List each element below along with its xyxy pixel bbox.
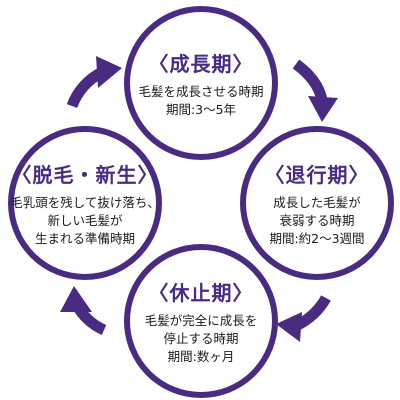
stage-shedding-desc-2: 新しい毛髪が (47, 212, 123, 228)
arrowhead-shedding-icon (60, 286, 92, 312)
stage-rest-period: 期間:数ヶ月 (167, 348, 235, 364)
stage-regression-desc-1: 成長した毛髪が (273, 194, 361, 210)
stage-growth-desc: 毛髪を成長させる時期 (138, 83, 264, 99)
stage-rest-desc-2: 停止する時期 (163, 330, 239, 346)
stage-growth-period: 期間:3〜5年 (165, 101, 237, 117)
stage-shedding-desc-1: 毛乳頭を残して抜け落ち、 (10, 194, 160, 210)
arrowhead-rest-icon (276, 312, 302, 342)
stage-regression-period: 期間:約2〜3週間 (269, 230, 365, 246)
stage-shedding: 〈脱毛・新生〉 毛乳頭を残して抜け落ち、 新しい毛髪が 生まれる準備時期 (8, 126, 162, 280)
stage-rest-desc-1: 毛髪が完全に成長を (144, 312, 258, 328)
arrowhead-growth-icon (96, 56, 122, 88)
arrow-growth-to-regression-icon (292, 59, 328, 102)
stage-growth: 〈成長期〉 毛髪を成長させる時期 期間:3〜5年 (124, 6, 278, 160)
arrowhead-regression-icon (308, 96, 338, 122)
stage-regression-desc-2: 衰弱する時期 (279, 212, 355, 228)
stage-growth-title: 〈成長期〉 (148, 51, 254, 76)
stage-rest: 〈休止期〉 毛髪が完全に成長を 停止する時期 期間:数ヶ月 (124, 244, 278, 398)
stage-shedding-desc-3: 生まれる準備時期 (34, 230, 135, 246)
stage-regression-title: 〈退行期〉 (264, 162, 370, 187)
stage-shedding-title: 〈脱毛・新生〉 (11, 162, 159, 187)
stage-rest-title: 〈休止期〉 (148, 280, 254, 305)
stage-regression: 〈退行期〉 成長した毛髪が 衰弱する時期 期間:約2〜3週間 (240, 126, 394, 280)
